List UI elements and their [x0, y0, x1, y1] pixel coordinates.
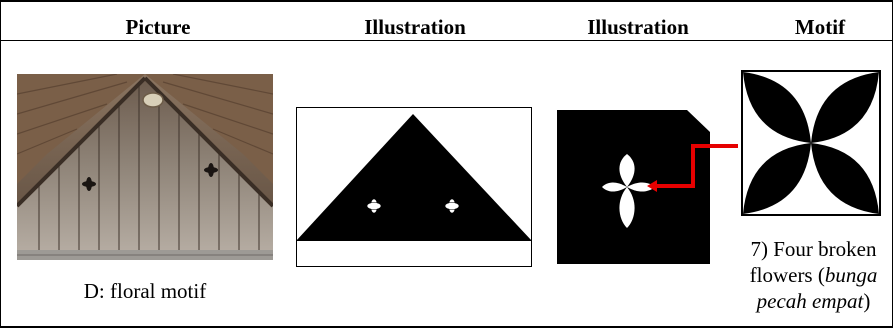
- floral-detail-illustration: [557, 110, 738, 264]
- header-motif: Motif: [760, 15, 880, 39]
- motif-caption-line2-prefix: flowers (: [750, 263, 825, 287]
- header-divider: [0, 40, 893, 41]
- motif-caption-line2-italic: bunga: [825, 263, 878, 287]
- gable-illustration: [296, 107, 532, 267]
- motif-caption-line1: 7) Four broken: [736, 236, 891, 262]
- picture-caption: D: floral motif: [40, 278, 250, 304]
- header-illustration-2: Illustration: [553, 15, 723, 39]
- motif-caption-line3: pecah empat): [736, 288, 891, 314]
- motif-caption-line3-suffix: ): [863, 289, 870, 313]
- header-picture: Picture: [92, 15, 224, 39]
- gable-photo: [17, 74, 273, 260]
- table-top-border: [0, 0, 893, 2]
- table-left-border: [0, 0, 1, 328]
- motif-caption: 7) Four broken flowers (bunga pecah empa…: [736, 236, 891, 314]
- bunga-pecah-empat-motif: [741, 70, 881, 216]
- motif-caption-line2: flowers (bunga: [736, 262, 891, 288]
- motif-caption-line3-italic: pecah empat: [757, 289, 864, 313]
- header-illustration-1: Illustration: [330, 15, 500, 39]
